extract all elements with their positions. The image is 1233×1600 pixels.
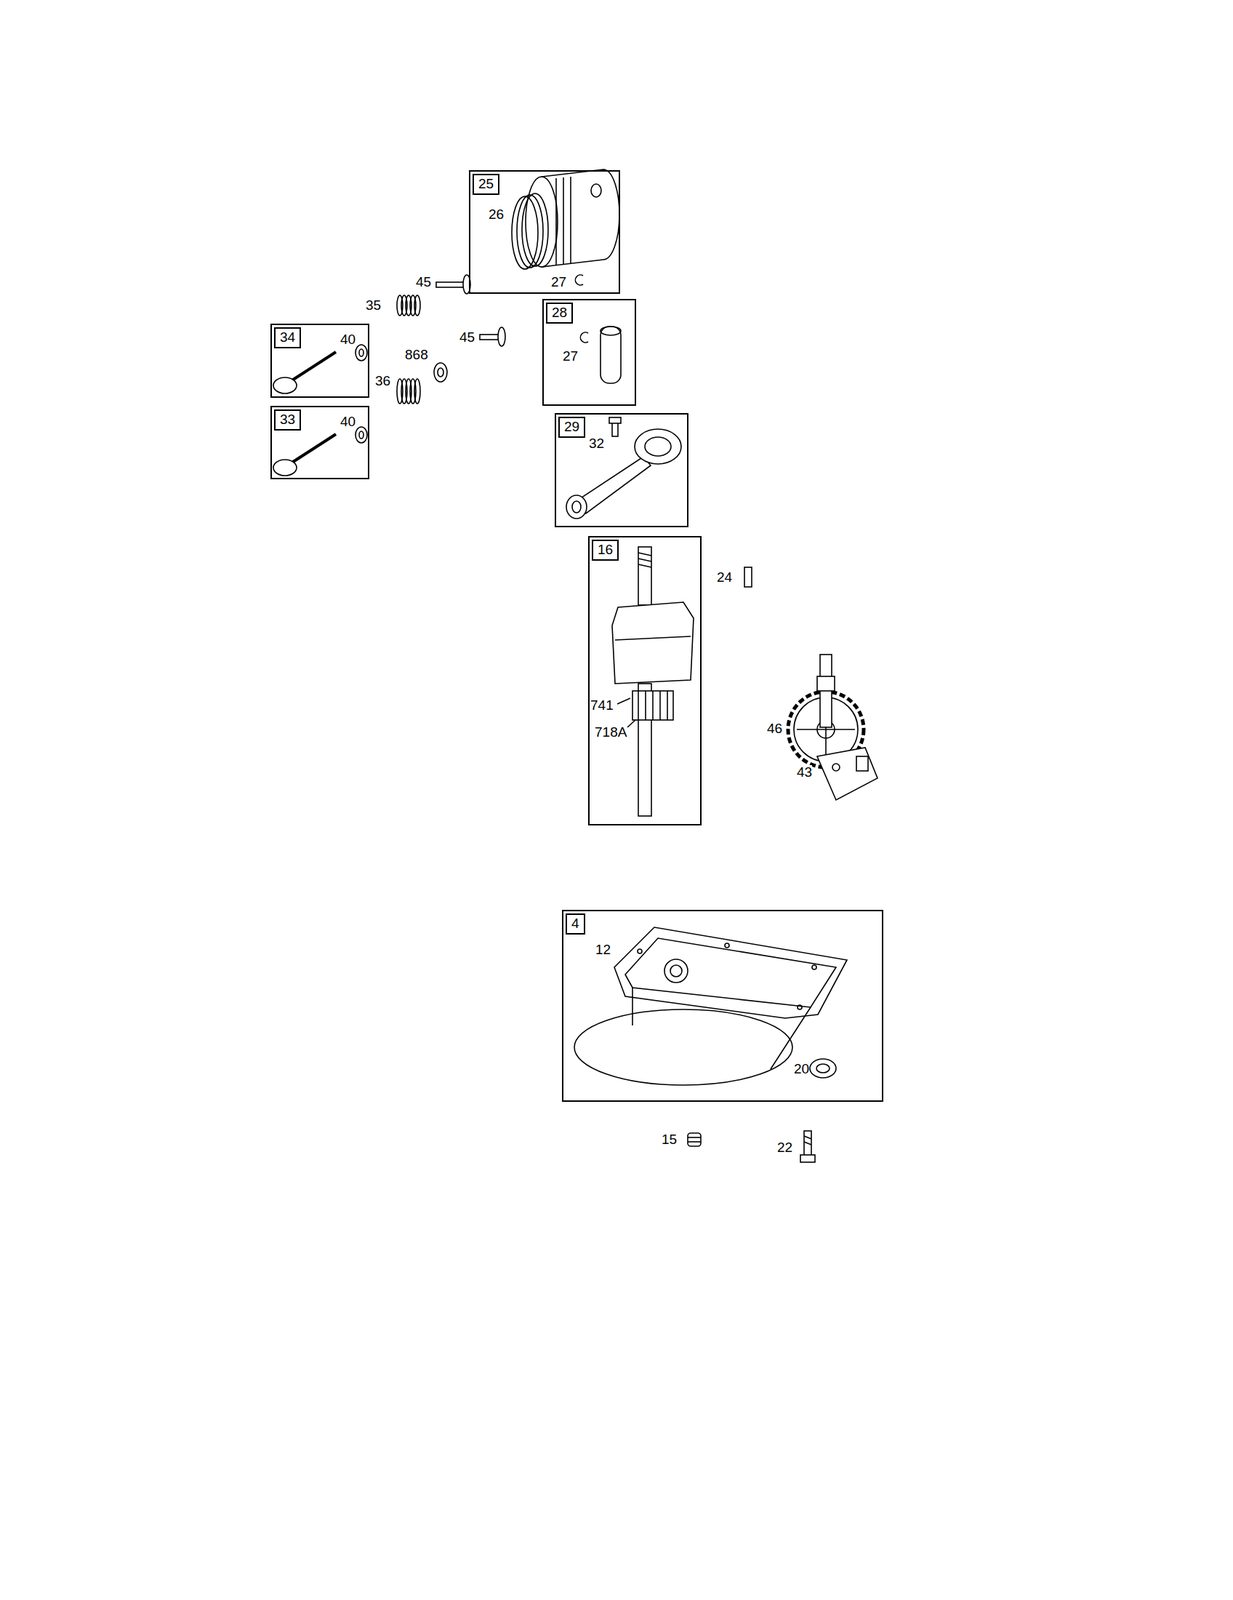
retaining-clip	[580, 332, 589, 343]
retaining-clip	[575, 274, 584, 285]
callout-number: 22	[777, 1139, 793, 1156]
group-number: 28	[545, 302, 573, 324]
part-group-box: 4 12 20	[561, 909, 884, 1102]
callout-number: 26	[488, 207, 504, 223]
crankcase-sump	[574, 926, 847, 1085]
piston-pin	[600, 326, 621, 384]
tappet	[436, 274, 506, 347]
callout-number: 27	[562, 348, 578, 365]
part-group-box: 33 40	[270, 405, 370, 480]
callout-number: 32	[588, 436, 605, 452]
callout-number: 45	[415, 274, 432, 291]
callout-number: 40	[340, 414, 356, 430]
callout-number: 15	[661, 1131, 677, 1148]
bolt	[800, 1130, 815, 1162]
callout-number: 868	[404, 347, 429, 363]
callout-number: 36	[375, 373, 391, 389]
part-group-box: 25 26 27	[468, 170, 621, 294]
callout-number: 45	[459, 330, 475, 346]
group-number: 25	[472, 173, 500, 195]
crankshaft-key	[744, 567, 752, 587]
part-group-box: 34 40	[270, 323, 370, 398]
leader-line	[627, 719, 636, 728]
callout-number: 12	[595, 942, 611, 958]
callout-number: 46	[766, 721, 783, 737]
part-group-box: 16 741 718A	[588, 535, 702, 826]
group-number: 16	[591, 539, 619, 561]
piston	[525, 169, 620, 267]
piston-rings	[511, 193, 549, 269]
callout-number: 35	[365, 298, 381, 314]
part-group-box: 28 27	[542, 298, 637, 406]
valve	[273, 351, 336, 476]
group-number: 34	[274, 327, 301, 349]
crankshaft	[612, 546, 694, 816]
part-group-box: 2932	[554, 412, 689, 528]
oil-seal	[809, 1058, 837, 1078]
group-number: 33	[274, 409, 301, 431]
callout-number: 718A	[594, 724, 627, 741]
leader-line	[617, 697, 631, 704]
callout-number: 27	[551, 274, 567, 291]
callout-number: 24	[716, 569, 733, 586]
governor	[817, 747, 878, 800]
group-number: 29	[558, 416, 586, 438]
callout-number: 20	[793, 1061, 810, 1077]
callout-number: 43	[796, 764, 813, 781]
drain-plug	[687, 1132, 701, 1146]
group-number: 4	[565, 913, 586, 935]
callout-number: 741	[590, 697, 614, 714]
callout-number: 40	[340, 332, 356, 348]
